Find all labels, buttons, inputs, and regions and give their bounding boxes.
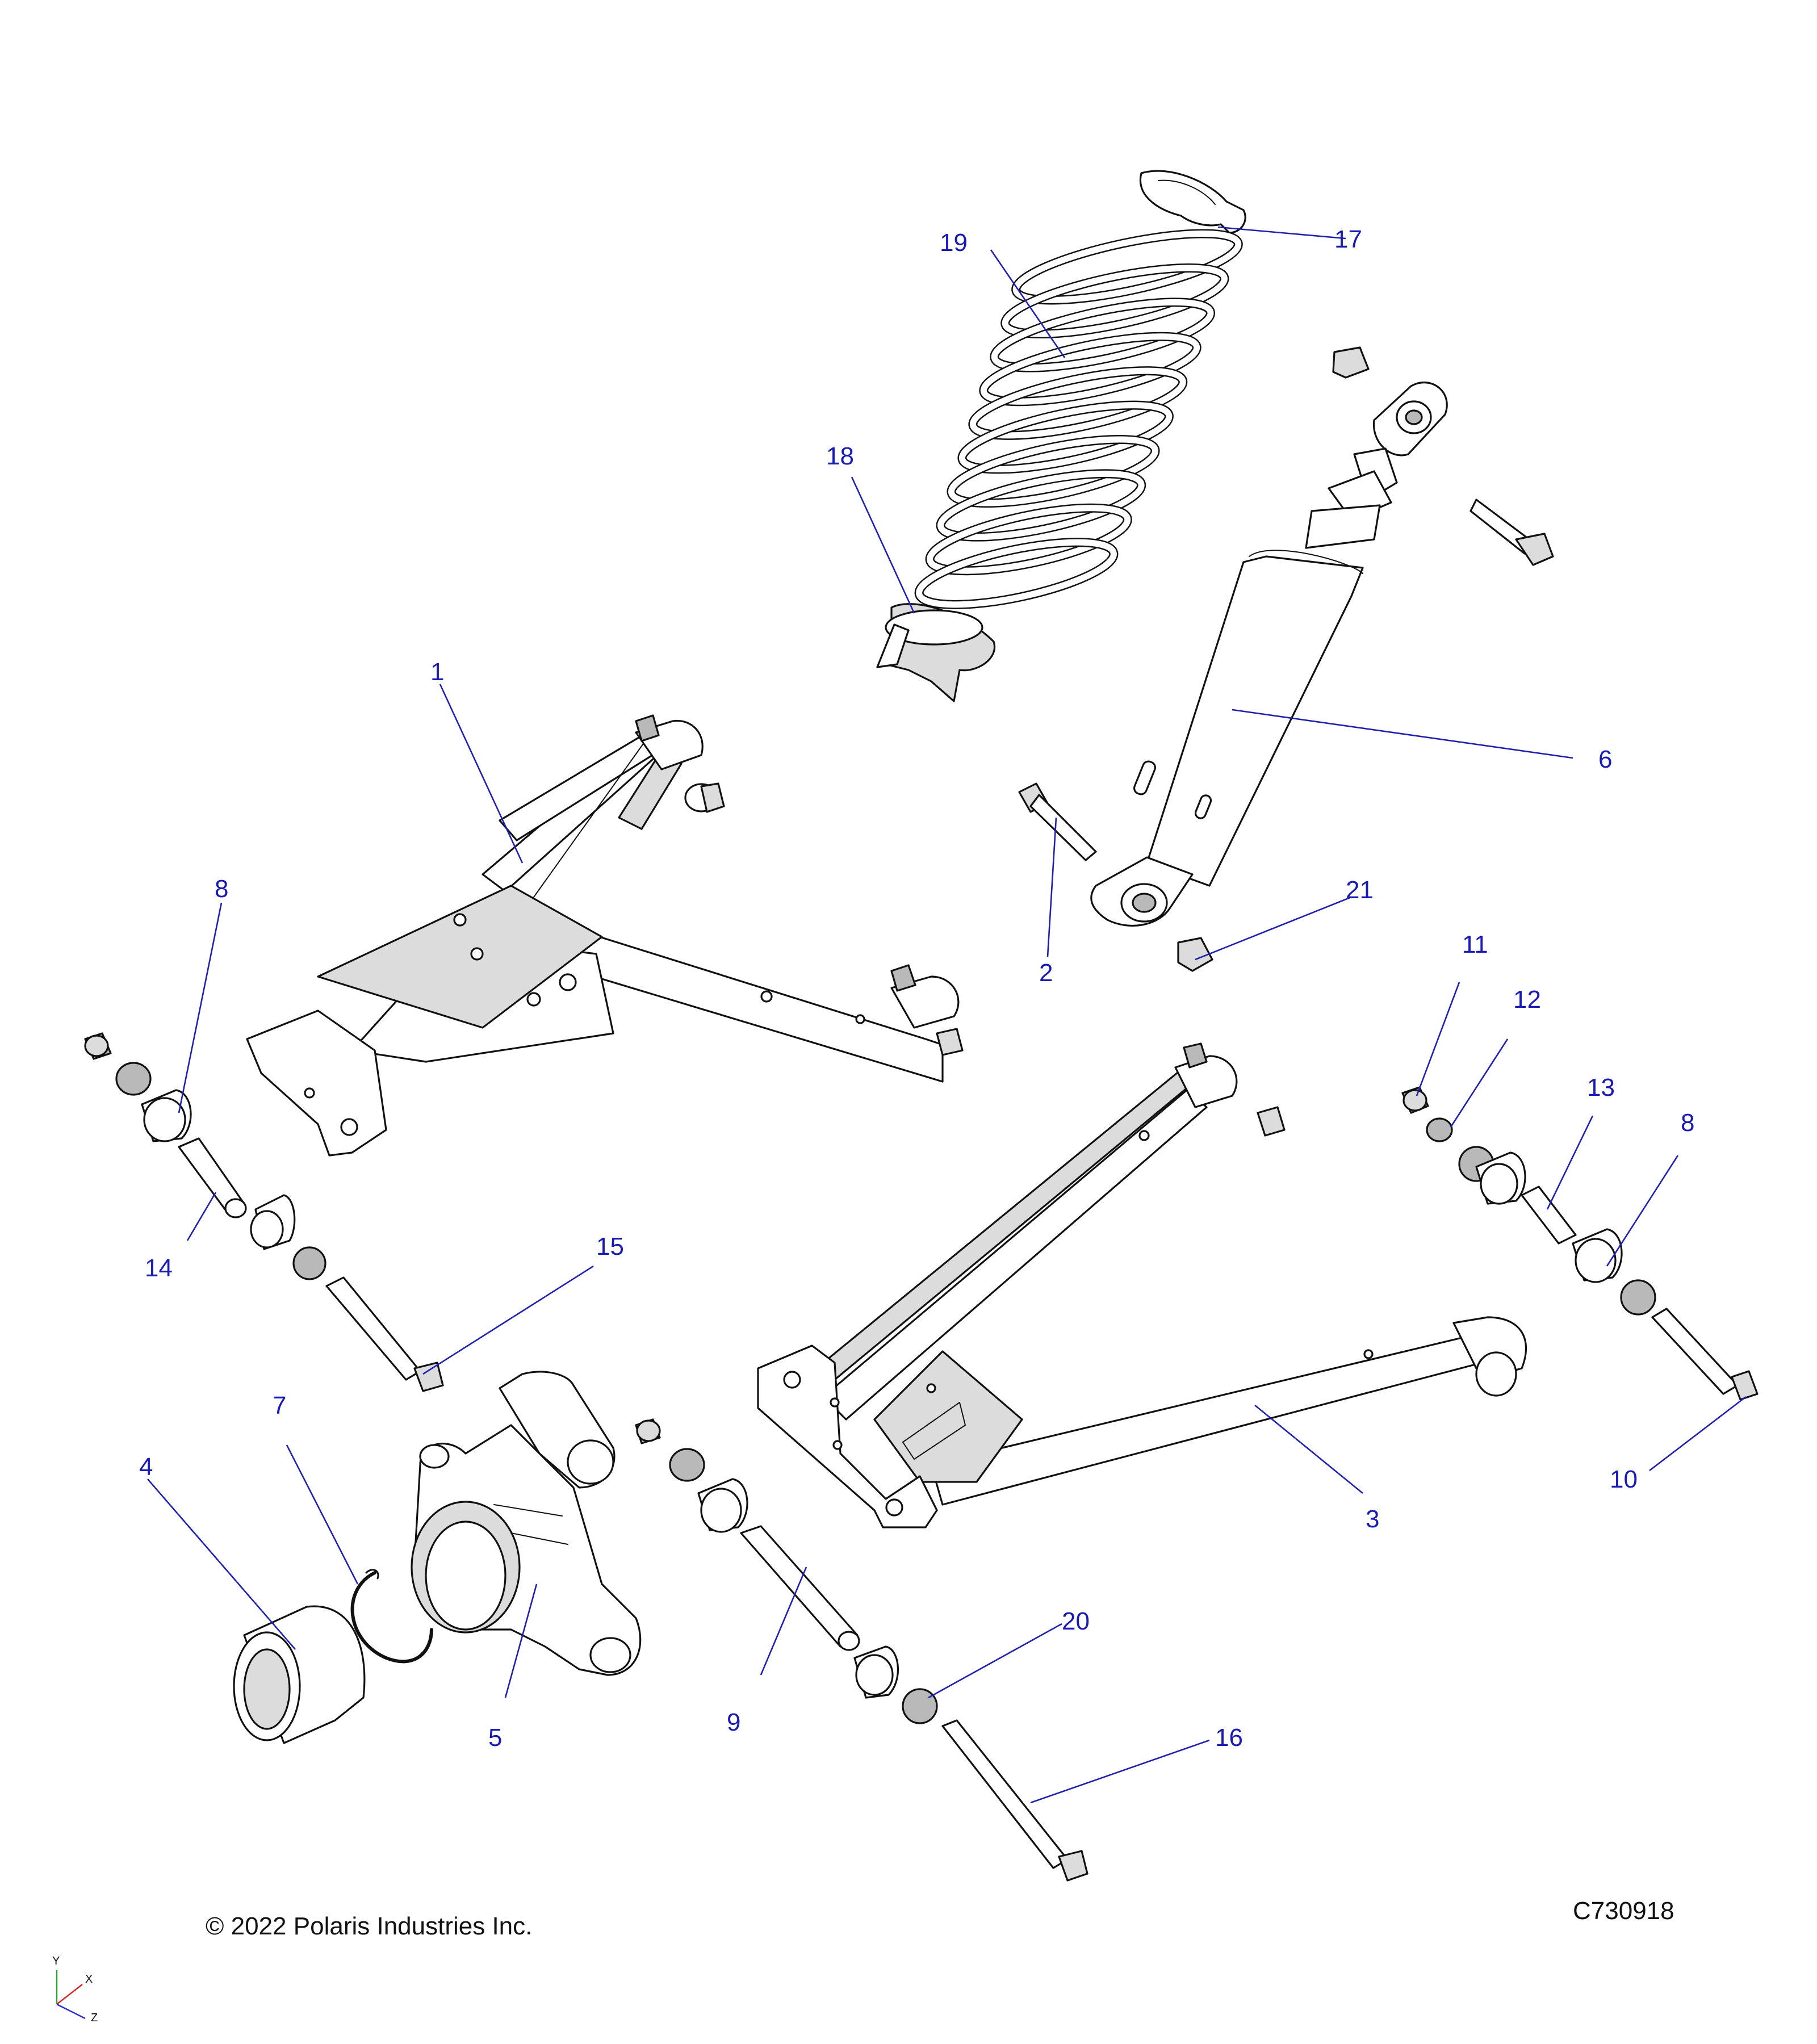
axis-y-label: Y (52, 1955, 60, 1967)
callout-9: 9 (727, 1708, 740, 1736)
callout-labels: 19 17 18 6 1 2 21 8 14 15 11 12 13 8 10 … (139, 225, 1694, 1752)
spring-coil (927, 505, 1131, 574)
callout-21: 21 (1346, 876, 1374, 904)
spring-coil (1012, 231, 1242, 303)
spring-coil (958, 402, 1173, 472)
snap-ring (350, 1569, 433, 1664)
callout-11: 11 (1462, 931, 1488, 958)
callout-6: 6 (1598, 745, 1612, 773)
callout-13: 13 (1587, 1074, 1615, 1101)
spring-coil (916, 539, 1117, 608)
bearing-carrier (411, 1371, 642, 1676)
drawing-number: C730918 (1573, 1897, 1674, 1925)
upper-a-arm (246, 714, 964, 1157)
callout-8-right: 8 (1681, 1109, 1694, 1137)
axis-indicator: Y X Z (52, 1955, 98, 2024)
callout-15: 15 (596, 1233, 624, 1260)
axis-z-label: Z (91, 2012, 98, 2024)
spring-retainer-clip (1139, 170, 1246, 234)
callout-2: 2 (1039, 959, 1053, 987)
callout-1: 1 (430, 658, 444, 686)
spring-coil (991, 299, 1214, 371)
callout-17: 17 (1334, 225, 1362, 253)
callout-8-left: 8 (215, 875, 228, 903)
coil-spring (914, 229, 1243, 609)
callout-10: 10 (1610, 1465, 1638, 1493)
lower-spring-seat (876, 603, 996, 702)
callout-7: 7 (273, 1392, 286, 1419)
leader-lines (147, 226, 1747, 1804)
callout-14: 14 (145, 1254, 173, 1282)
wheel-bearing (233, 1605, 366, 1744)
callout-12: 12 (1513, 986, 1541, 1013)
spring-coil (948, 436, 1159, 506)
spring-coil (937, 470, 1145, 541)
shock-absorber (1090, 346, 1448, 927)
right-bushing-stack (1401, 1086, 1759, 1401)
shock-lower-nut (1177, 937, 1213, 972)
callout-20: 20 (1062, 1607, 1090, 1635)
lower-a-arm (757, 1042, 1527, 1528)
callout-18: 18 (826, 442, 854, 470)
shock-upper-bolt (1469, 499, 1554, 566)
spring-coil (969, 367, 1186, 439)
callout-4: 4 (139, 1453, 153, 1481)
callout-5: 5 (488, 1724, 502, 1752)
lower-center-stack (635, 1418, 1088, 1882)
callout-16: 16 (1215, 1724, 1243, 1752)
spring-coil (980, 333, 1200, 405)
callout-19: 19 (940, 229, 968, 257)
spring-coil (1002, 265, 1228, 337)
left-bushing-stack (84, 1032, 444, 1392)
copyright-text: © 2022 Polaris Industries Inc. (206, 1912, 532, 1940)
shock-lower-bolt (1018, 782, 1097, 861)
axis-x-label: X (85, 1973, 93, 1986)
callout-3: 3 (1366, 1505, 1379, 1533)
